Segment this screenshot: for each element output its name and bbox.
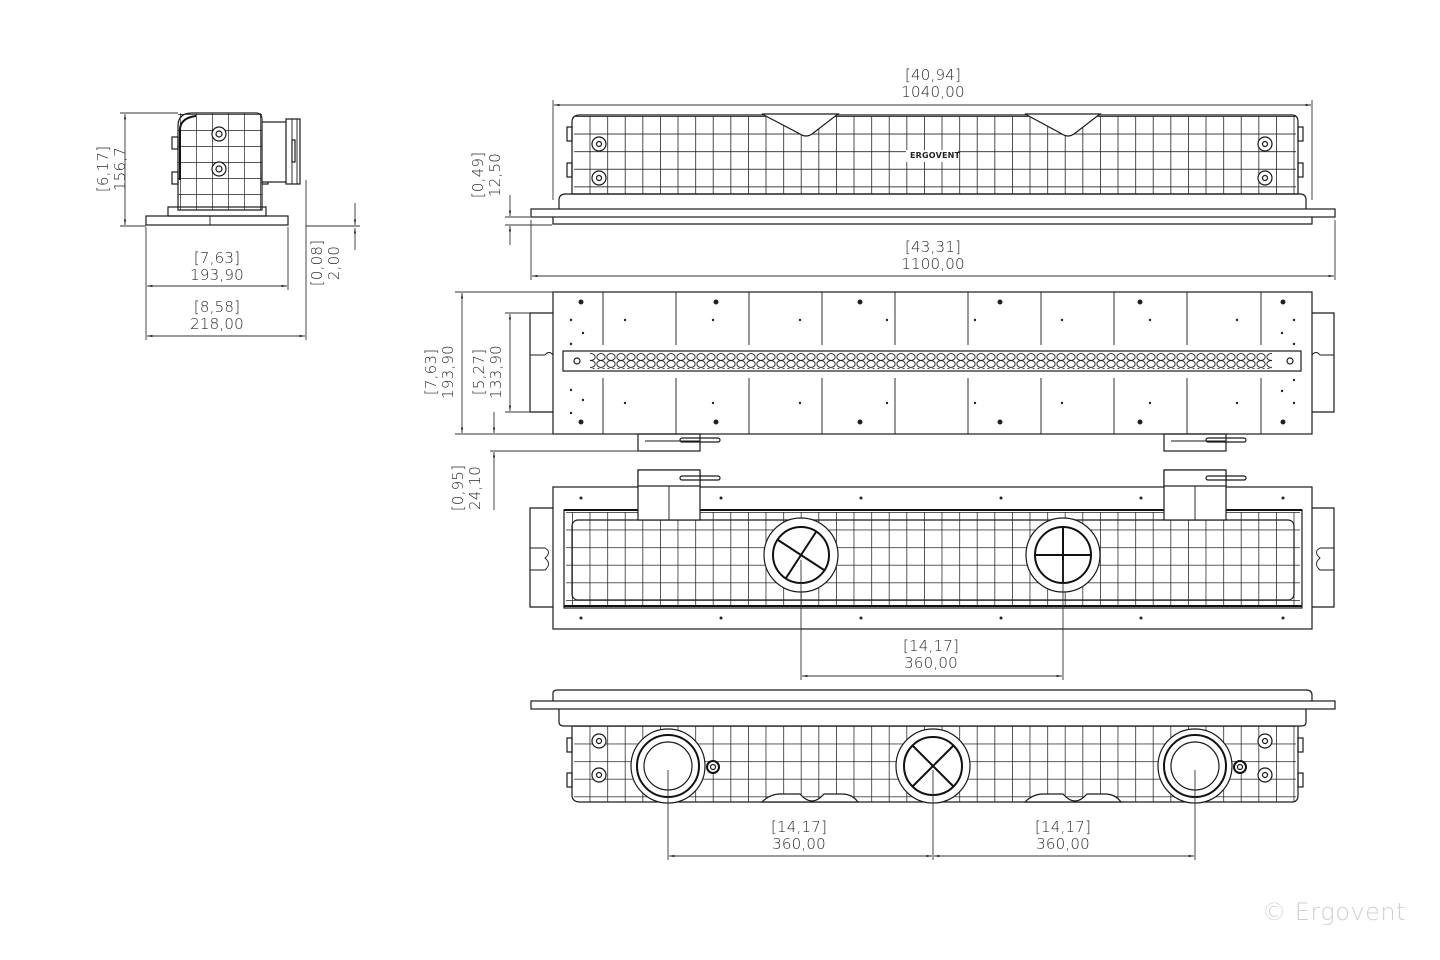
dim-inch: [8,58] bbox=[193, 298, 241, 316]
dim-inch: [0,49] bbox=[469, 151, 487, 199]
dim-inch: [14,17] bbox=[1034, 818, 1092, 836]
dim-mm: 12,50 bbox=[486, 153, 504, 197]
side-view bbox=[120, 112, 360, 340]
rear-view bbox=[530, 689, 1336, 860]
dim-inch: [14,17] bbox=[902, 637, 960, 655]
dim-mm: 24,10 bbox=[466, 466, 484, 510]
outlet-cross-left bbox=[763, 517, 839, 593]
dim-side-height: [6,17] 156,7 bbox=[94, 129, 129, 209]
dim-top-connector-offset: [0,95] 24,10 bbox=[449, 458, 484, 518]
dim-inch: [7,63] bbox=[193, 249, 241, 267]
dim-bottom-outlet-spacing: [14,17] 360,00 bbox=[891, 638, 971, 672]
dim-inch: [6,17] bbox=[94, 145, 112, 193]
dim-side-flange-thickness: [0,08] 2,00 bbox=[308, 233, 343, 293]
dim-rear-left-spacing: [14,17] 360,00 bbox=[759, 819, 839, 853]
dim-inch: [14,17] bbox=[770, 818, 828, 836]
dim-side-flange-width: [8,58] 218,00 bbox=[177, 299, 257, 333]
dim-front-flange-length: [43,31] 1100,00 bbox=[893, 239, 973, 273]
dim-front-flange-offset: [0,49] 12,50 bbox=[469, 145, 504, 205]
dim-mm: 133,90 bbox=[487, 345, 505, 399]
dim-mm: 360,00 bbox=[904, 654, 958, 672]
dim-inch: [0,08] bbox=[308, 239, 326, 287]
top-view bbox=[455, 291, 1335, 510]
dim-mm: 218,00 bbox=[190, 315, 244, 333]
dim-inch: [43,31] bbox=[904, 238, 962, 256]
dim-side-body-width: [7,63] 193,90 bbox=[177, 250, 257, 284]
dim-mm: 1100,00 bbox=[901, 255, 965, 273]
front-view bbox=[505, 100, 1336, 280]
dim-mm: 156,7 bbox=[111, 147, 129, 191]
dim-mm: 193,90 bbox=[190, 266, 244, 284]
spigot-left bbox=[630, 728, 720, 804]
dim-rear-right-spacing: [14,17] 360,00 bbox=[1023, 819, 1103, 853]
brand-mark: ERGOVENT bbox=[910, 151, 961, 160]
copyright-watermark: © Ergovent bbox=[1262, 898, 1406, 926]
dim-top-tab-width: [5,27] 133,90 bbox=[470, 332, 505, 412]
dim-inch: [0,95] bbox=[449, 464, 467, 512]
dim-mm: 360,00 bbox=[1036, 835, 1090, 853]
dim-mm: 1040,00 bbox=[901, 83, 965, 101]
dim-mm: 193,90 bbox=[439, 345, 457, 399]
dim-mm: 360,00 bbox=[772, 835, 826, 853]
dim-inch: [7,63] bbox=[422, 348, 440, 396]
dim-top-overall-width: [7,63] 193,90 bbox=[422, 332, 457, 412]
dim-front-body-length: [40,94] 1040,00 bbox=[893, 67, 973, 101]
bottom-view bbox=[529, 469, 1335, 680]
dim-inch: [5,27] bbox=[470, 348, 488, 396]
dim-inch: [40,94] bbox=[904, 66, 962, 84]
dim-mm: 2,00 bbox=[325, 245, 343, 281]
